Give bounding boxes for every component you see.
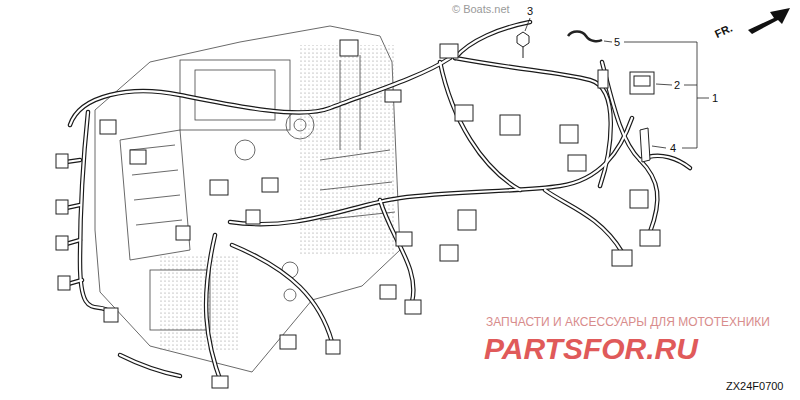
harness-tube-core [230,118,632,224]
callout-number: 4 [670,142,676,154]
harness-tube [80,112,110,312]
shop-slogan: ЗАПЧАСТИ И АКСЕССУАРЫ ДЛЯ МОТОТЕХНИКИ [486,316,770,329]
connector [280,335,296,349]
engine-block [95,26,400,372]
manifold-ribs [130,145,182,225]
cylinder-head [180,60,290,130]
callout-parts [517,32,654,163]
leader-line [604,41,612,42]
connector [104,308,118,322]
figure-code: ZX24F0700 [726,380,783,392]
harness-tube [455,22,530,58]
clip [568,32,602,42]
connector [340,40,358,56]
shop-logo: PARTSFOR.RU [484,332,698,365]
leader-line [652,146,666,148]
wire-harness [66,22,690,385]
harness-tube [455,58,611,186]
manifold [120,130,190,260]
harness-tube [206,235,222,385]
harness-tube [440,62,520,190]
connector [385,90,401,102]
bolt-shank [523,47,524,58]
harness-tube-core [455,22,530,58]
harness-tube-core [70,58,450,125]
connector [640,230,660,246]
watermark: © Boats.net [452,3,510,15]
front-arrow [748,8,790,34]
callout-number: 1 [712,92,718,104]
callout-number: 2 [674,79,680,91]
connector-cover [634,76,650,86]
leader-line [656,84,672,85]
connector [100,120,116,134]
connector [210,180,228,195]
boss [235,140,255,160]
cylinder-head [195,70,275,120]
connector [58,276,70,290]
pulley [286,111,314,139]
connector [326,340,340,354]
harness-tube-core [206,235,222,385]
harness-tube-core [232,245,332,342]
lower-case [150,270,210,330]
connector [440,44,458,58]
connector [130,150,146,164]
connector [440,245,458,261]
harness-tube [232,245,332,342]
harness-strip [640,128,650,162]
connector [500,115,520,135]
connector [458,210,476,230]
front-mark: FR. [713,22,734,40]
connector-cover [630,72,654,94]
callout-number: 3 [527,5,533,17]
connector [212,376,228,388]
connector [176,226,190,240]
connector [56,236,68,250]
connector [630,190,648,208]
engine-outline [95,26,400,372]
connector [246,210,260,224]
leader-line [525,18,530,31]
bracket-line [697,98,709,99]
harness-tube-core [120,355,180,376]
connector [568,155,586,171]
harness-tube [120,355,180,376]
connector [455,105,473,121]
harness-tube-core [66,160,82,284]
bracket-line [624,42,697,148]
connector [380,285,396,299]
connector [56,200,68,214]
connector [612,250,632,266]
connector [560,125,578,143]
harness-tube-core [545,190,622,252]
engine-shading [300,45,395,255]
harness-tube-core [455,58,611,186]
bracket-line [684,85,697,86]
connector [262,178,278,192]
harness-tube-core [380,200,413,302]
connector [56,154,68,168]
harness-tube-core [440,62,520,190]
harness-tube [380,200,413,302]
bolt [517,32,529,47]
connector [396,232,412,246]
engine-shading [160,255,240,350]
connector [598,70,608,88]
harness-tube [70,58,450,125]
pulley [294,119,306,131]
harness-tube-core [80,112,110,312]
callout-number: 5 [614,36,620,48]
connector [405,300,421,314]
leader-lines [525,18,709,148]
sensor [284,289,296,301]
harness-tube [545,190,622,252]
